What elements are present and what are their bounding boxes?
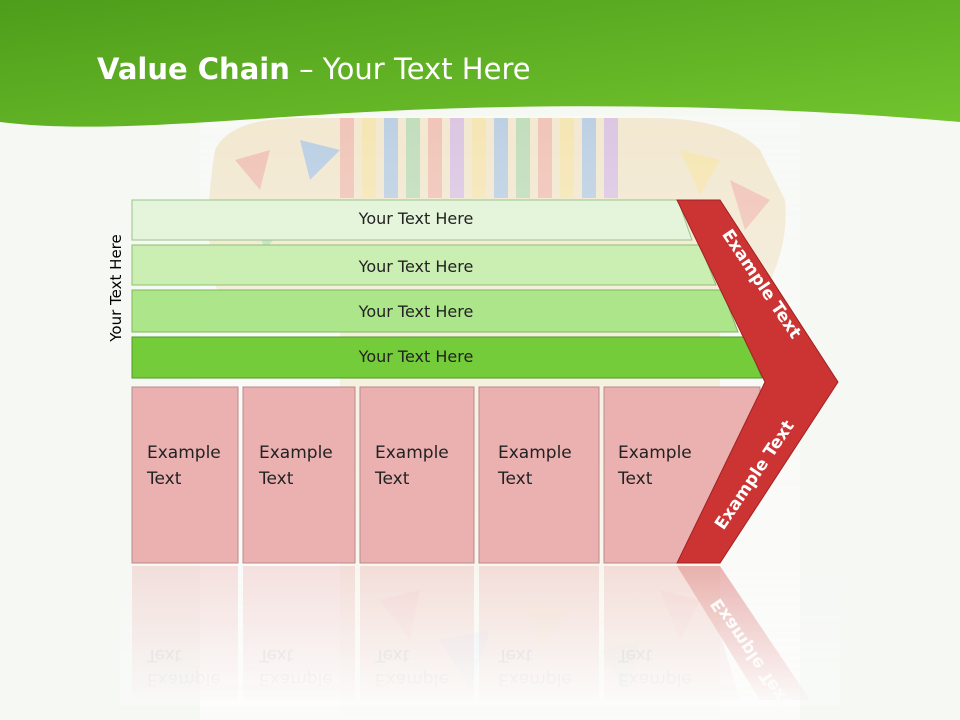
- side-label: Your Text Here: [107, 234, 125, 342]
- activity-box-3-line1: Example: [375, 443, 449, 463]
- activity-box-4-line2: Text: [497, 469, 533, 489]
- title-rest: – Your Text Here: [289, 52, 531, 86]
- activity-box-5-line2: Text: [617, 469, 653, 489]
- activity-box-1: Example Text: [131, 386, 239, 564]
- slide-title: Value Chain – Your Text Here: [97, 52, 531, 86]
- activity-box-2: Example Text: [242, 386, 356, 564]
- activity-box-3: Example Text: [359, 386, 475, 564]
- activity-box-2-line1: Example: [259, 443, 333, 463]
- band-4-label: Your Text Here: [358, 347, 474, 366]
- title-bold: Value Chain: [97, 52, 290, 86]
- band-2-label: Your Text Here: [358, 257, 474, 276]
- activity-box-3-line2: Text: [374, 469, 410, 489]
- band-4: Your Text Here: [131, 336, 763, 379]
- band-1: Your Text Here: [131, 199, 693, 241]
- header-banner: [0, 0, 960, 127]
- activity-box-2-line2: Text: [258, 469, 294, 489]
- band-2: Your Text Here: [131, 244, 717, 286]
- diagram-reflection: Text Example Text Example Text Example T…: [120, 566, 840, 711]
- activity-box-4: Example Text: [478, 386, 600, 564]
- activity-box-5: Example Text: [603, 386, 761, 564]
- activity-box-1-line1: Example: [147, 443, 221, 463]
- band-1-label: Your Text Here: [358, 209, 474, 228]
- activity-box-5-line1: Example: [618, 443, 692, 463]
- band-3: Your Text Here: [131, 289, 739, 333]
- band-3-label: Your Text Here: [358, 302, 474, 321]
- activity-box-1-line2: Text: [146, 469, 182, 489]
- activity-box-4-line1: Example: [498, 443, 572, 463]
